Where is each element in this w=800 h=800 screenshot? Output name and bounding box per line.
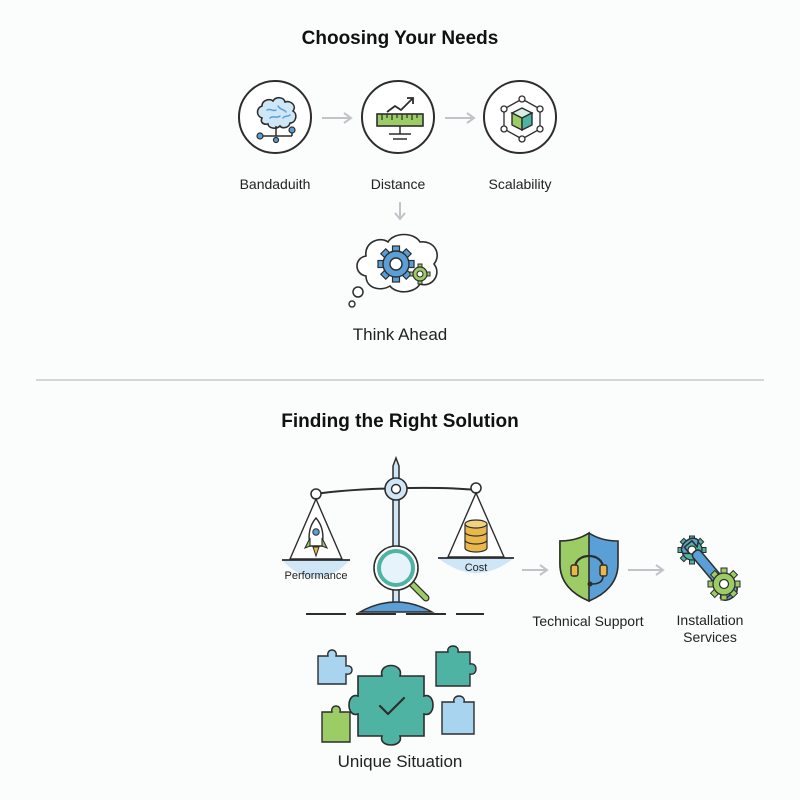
installation-label-line1: Installation <box>676 612 744 628</box>
thought-gears-icon <box>348 233 438 308</box>
wrench-gears-icon <box>677 535 741 601</box>
arrow-right-icon <box>445 112 476 124</box>
arrow-right-icon <box>322 112 353 124</box>
section-divider <box>36 379 764 381</box>
unique-situation-label: Unique Situation <box>337 752 463 771</box>
scalability-label: Scalability <box>488 176 552 192</box>
arrow-right-icon <box>522 564 549 576</box>
scalability-node <box>483 80 557 154</box>
shield-headset-icon <box>559 531 619 603</box>
bandwidth-label: Bandaduith <box>239 176 311 192</box>
section-title-choosing-needs: Choosing Your Needs <box>301 28 499 49</box>
ruler-growth-icon <box>376 97 424 140</box>
bandwidth-node <box>238 80 312 154</box>
cube-network-icon <box>500 95 544 143</box>
puzzle-pieces-icon <box>317 645 477 746</box>
arrow-right-icon <box>628 564 665 576</box>
brain-icon <box>256 96 297 144</box>
distance-node <box>361 80 435 154</box>
arrow-down-icon <box>394 202 406 221</box>
cost-label: Cost <box>464 562 488 574</box>
installation-label-line2: Services <box>683 629 737 645</box>
distance-label: Distance <box>370 176 426 192</box>
performance-label: Performance <box>284 570 348 582</box>
think-ahead-label: Think Ahead <box>352 325 448 344</box>
balance-scale-icon <box>282 456 514 615</box>
technical-support-label: Technical Support <box>532 613 644 629</box>
section-title-right-solution: Finding the Right Solution <box>281 411 519 432</box>
installation-services-label: Installation Services <box>658 612 762 646</box>
